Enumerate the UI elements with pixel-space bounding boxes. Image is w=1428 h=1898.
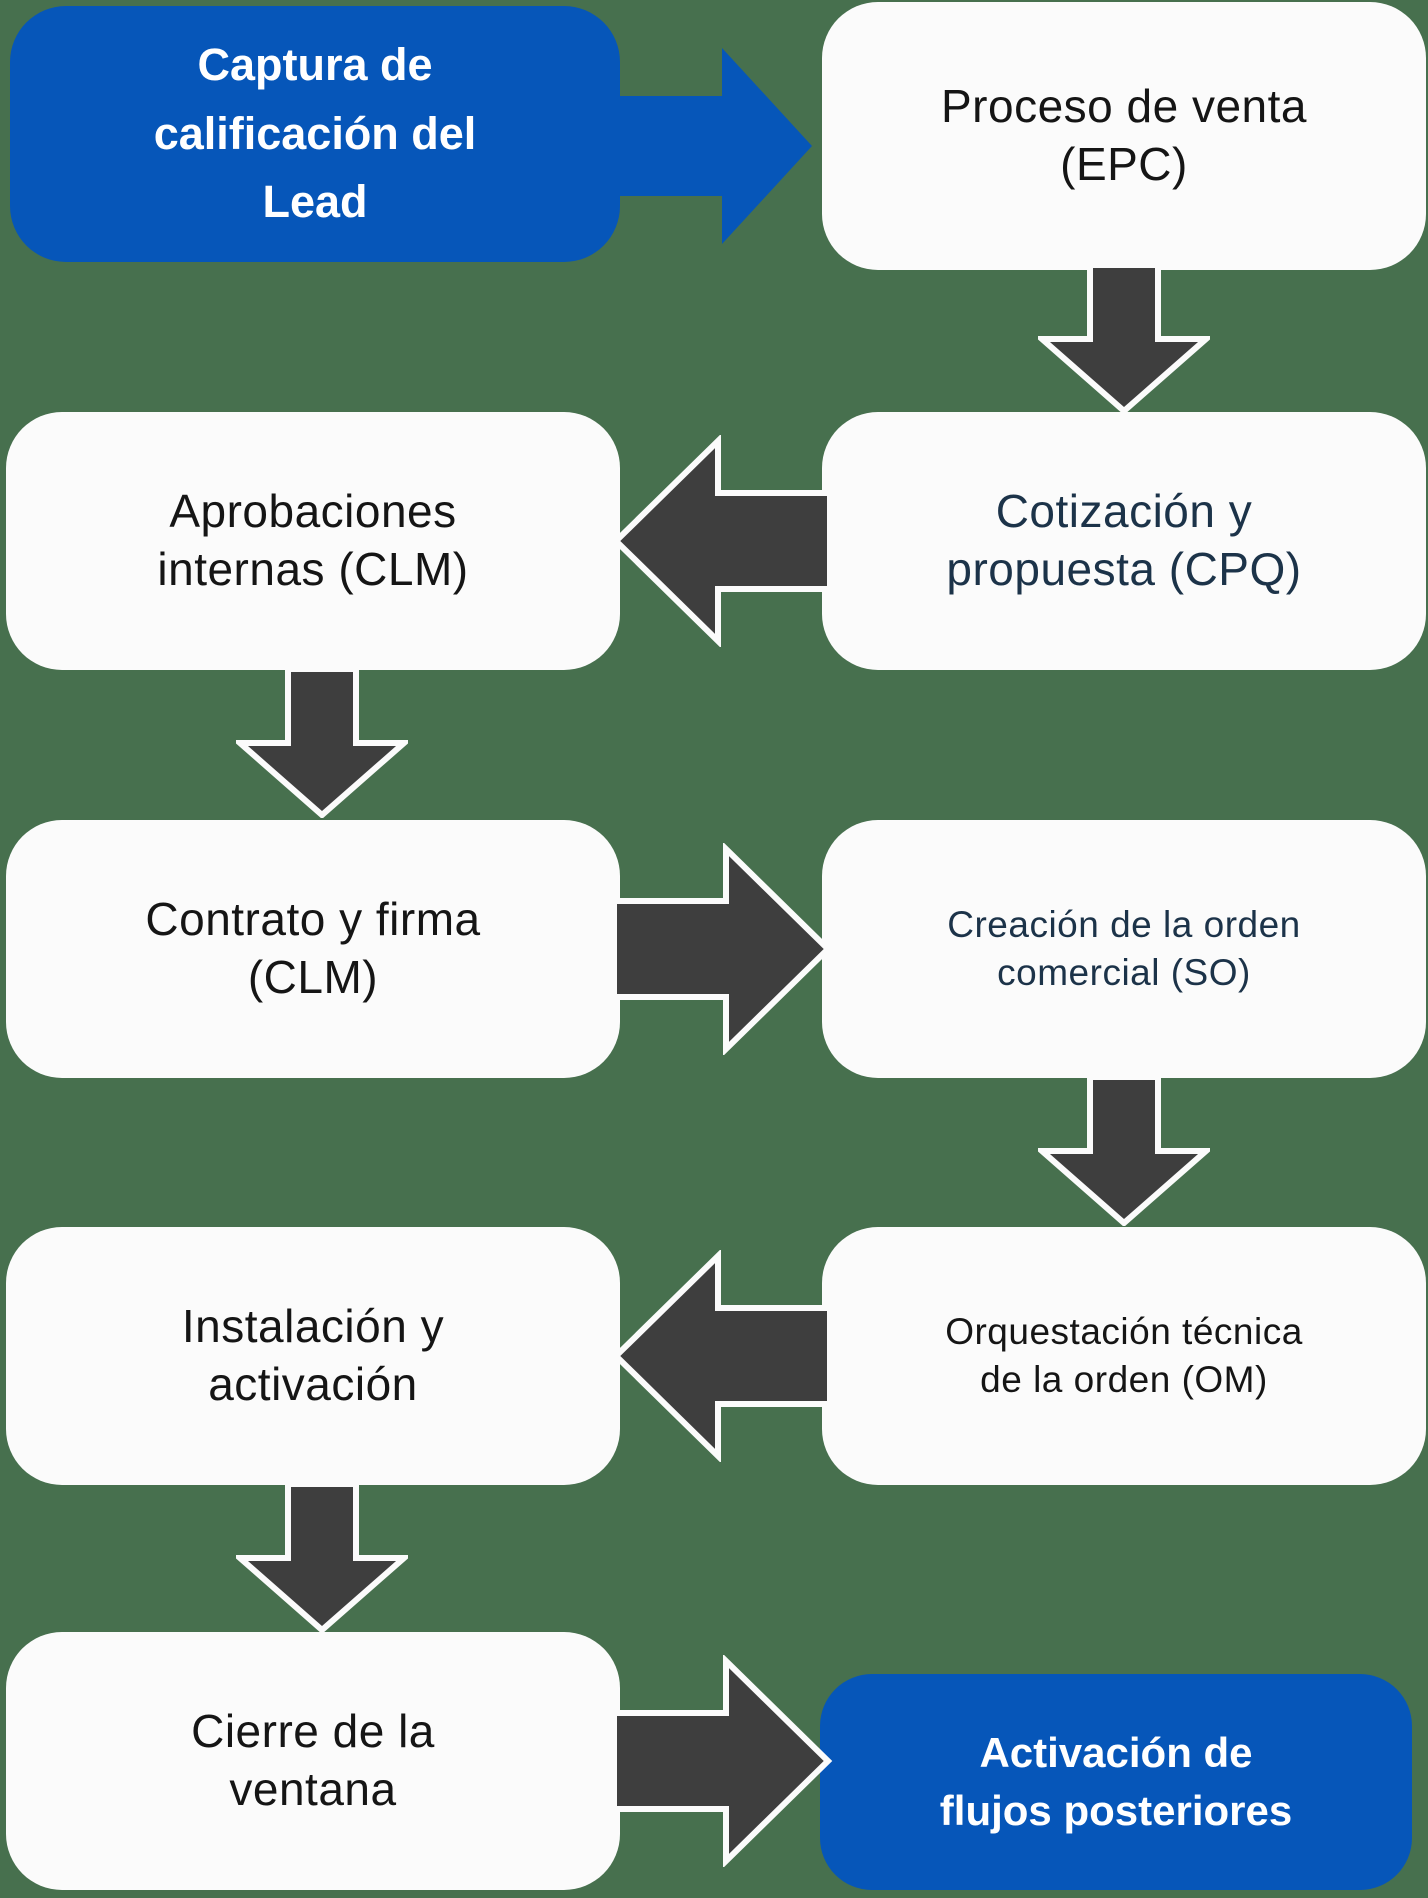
node-orquestacion-tecnica-om: Orquestación técnica de la orden (OM) [822,1227,1426,1485]
arrow-right-icon [611,1655,833,1867]
node-instalacion-y-activacion: Instalación y activación [6,1227,620,1485]
node-aprobaciones-internas-clm: Aprobaciones internas (CLM) [6,412,620,670]
arrow-right-icon [611,843,833,1055]
node-contrato-y-firma-clm: Contrato y firma (CLM) [6,820,620,1078]
node-cotizacion-propuesta-cpq: Cotización y propuesta (CPQ) [822,412,1426,670]
arrow-right-icon [612,48,812,244]
arrow-down-icon [236,1481,408,1633]
node-activacion-flujos-posteriores: Activación de flujos posteriores [820,1674,1412,1890]
node-captura-calificacion-lead: Captura de calificación del Lead [10,6,620,262]
node-proceso-de-venta-epc: Proceso de venta (EPC) [822,2,1426,270]
arrow-left-icon [611,1250,833,1462]
arrow-down-icon [236,666,408,818]
node-creacion-orden-comercial-so: Creación de la orden comercial (SO) [822,820,1426,1078]
arrow-left-icon [611,435,833,647]
arrow-down-icon [1038,262,1210,414]
node-cierre-de-la-ventana: Cierre de la ventana [6,1632,620,1890]
arrow-down-icon [1038,1074,1210,1226]
